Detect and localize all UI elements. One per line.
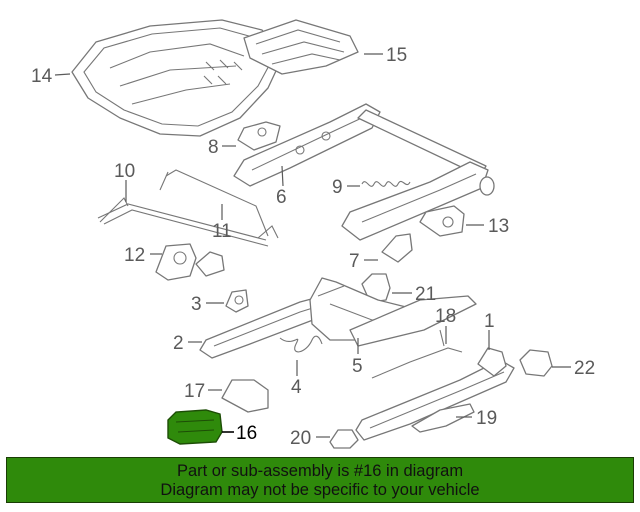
part-22-end-cap bbox=[519, 349, 553, 377]
label-part-11: 11 bbox=[212, 221, 232, 242]
label-part-16: 16 bbox=[236, 423, 257, 444]
part-18-cable bbox=[371, 329, 463, 379]
label-part-10: 10 bbox=[114, 161, 135, 182]
leader-lines bbox=[54, 53, 571, 438]
label-part-18: 18 bbox=[435, 306, 456, 327]
part-17-cover bbox=[221, 379, 269, 413]
label-part-9: 9 bbox=[332, 177, 343, 198]
label-part-1: 1 bbox=[484, 311, 495, 332]
part-8-bracket bbox=[237, 121, 281, 151]
label-part-17: 17 bbox=[184, 381, 205, 402]
label-part-7: 7 bbox=[349, 251, 360, 272]
label-part-8: 8 bbox=[208, 137, 219, 158]
label-part-19: 19 bbox=[476, 408, 497, 429]
part-1-lower-track bbox=[355, 347, 515, 441]
label-part-5: 5 bbox=[352, 356, 363, 377]
label-part-12: 12 bbox=[124, 245, 145, 266]
label-part-13: 13 bbox=[488, 216, 509, 237]
part-20-cap bbox=[329, 429, 359, 449]
part-3-bracket bbox=[225, 289, 249, 313]
banner-line-part-number: Part or sub-assembly is #16 in diagram bbox=[176, 462, 464, 480]
part-7-bracket bbox=[381, 233, 413, 263]
label-part-2: 2 bbox=[173, 333, 184, 354]
part-19-trim-strip bbox=[411, 403, 475, 433]
part-6-adjuster-rail bbox=[233, 103, 381, 187]
label-part-15: 15 bbox=[386, 45, 407, 66]
label-part-14: 14 bbox=[31, 66, 53, 87]
part-16-highlighted bbox=[167, 409, 223, 445]
banner-line-disclaimer: Diagram may not be specific to your vehi… bbox=[160, 481, 480, 499]
part-4-spring-clip bbox=[279, 335, 323, 353]
label-part-21: 21 bbox=[415, 284, 436, 305]
label-part-20: 20 bbox=[290, 428, 311, 449]
label-part-4: 4 bbox=[291, 377, 302, 398]
cross-tube bbox=[357, 109, 487, 177]
part-10-11-wire-frame bbox=[97, 169, 279, 247]
callout-labels: 14 15 8 6 10 9 13 11 12 7 21 3 18 1 2 5 … bbox=[31, 45, 595, 449]
part-13-bracket bbox=[419, 205, 465, 237]
part-2-5-lower-track bbox=[199, 277, 477, 359]
part-9-spring bbox=[361, 180, 411, 187]
part-14-seat-cushion-frame bbox=[71, 19, 283, 137]
part-15-seat-pad bbox=[243, 19, 359, 75]
label-part-3: 3 bbox=[191, 294, 202, 315]
info-banner: Part or sub-assembly is #16 in diagram D… bbox=[6, 457, 634, 503]
label-part-6: 6 bbox=[276, 187, 287, 208]
right-side-frame bbox=[341, 161, 495, 241]
part-12-motor bbox=[155, 243, 225, 281]
label-part-22: 22 bbox=[574, 358, 595, 379]
